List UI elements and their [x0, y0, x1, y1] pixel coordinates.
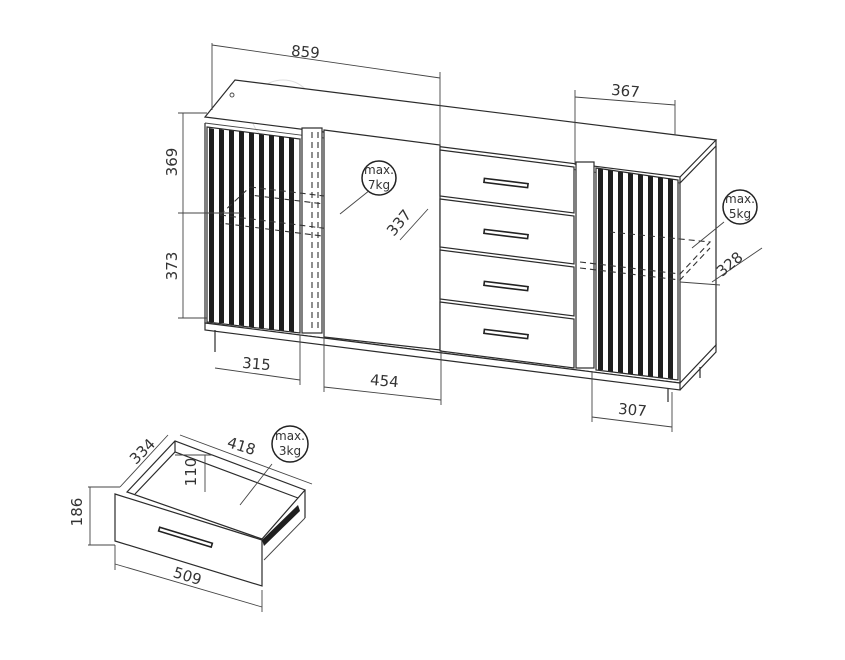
left-slat: [269, 135, 274, 330]
drawer-detail: [88, 434, 313, 612]
drawer-runner: [262, 505, 300, 546]
drawer-handle: [483, 280, 529, 292]
dim-line-shelf-depth: [399, 208, 429, 241]
left-slat: [239, 131, 244, 326]
badge-circle: [361, 160, 397, 196]
dim-line-inner-width: [179, 434, 313, 485]
badge-circle: [271, 425, 309, 463]
badge-line1: max.: [275, 429, 305, 443]
dimension-lines: [178, 43, 763, 432]
load-badge-shelf-left: max. 7kg: [361, 160, 397, 196]
right-slat: [608, 170, 613, 372]
drawer-detail-handle: [157, 526, 214, 549]
sideboard: [203, 79, 718, 402]
dim-line-right-shelf-depth: [711, 247, 763, 283]
dim-line-right-compartment: [591, 416, 673, 428]
left-slat: [289, 137, 294, 332]
dim-shelf-depth-right-label: 328: [713, 248, 747, 280]
drawer-handle: [483, 328, 529, 340]
left-slat: [219, 129, 224, 323]
badge-leader: [339, 189, 371, 215]
drawer-handle: [483, 228, 529, 240]
right-slat: [598, 169, 603, 370]
dim-line-depth: [574, 96, 676, 106]
door-edge: [301, 127, 323, 334]
right-door-edge: [575, 161, 595, 369]
drawer-front-height-label: 186: [68, 498, 86, 527]
badge-leader: [691, 221, 725, 249]
right-slat: [638, 174, 643, 375]
left-slat: [249, 133, 254, 327]
load-badge-drawer: max. 3kg: [271, 425, 309, 463]
right-slat: [628, 173, 633, 374]
dim-line-inner-depth: [119, 434, 169, 488]
right-shelf: [579, 231, 712, 281]
badge-line1: max.: [364, 163, 394, 177]
dim-left-compartment-label: 315: [241, 354, 271, 374]
drawer-stack: [439, 149, 575, 369]
dim-upper-height-label: 369: [163, 148, 181, 177]
load-badge-shelf-right: max. 5kg: [722, 189, 758, 225]
drawer-handle: [483, 177, 529, 189]
dim-width-label: 859: [290, 42, 320, 62]
top-knob: [229, 92, 235, 98]
dim-line-front-width: [114, 563, 263, 608]
shelf-outline: [579, 247, 711, 281]
dim-lower-height-label: 373: [163, 252, 181, 281]
left-slat: [279, 136, 284, 331]
open-door-outline: [301, 127, 323, 334]
left-slat: [229, 130, 234, 325]
badge-line1: max.: [725, 192, 755, 206]
dim-line-width: [211, 44, 441, 79]
dim-right-compartment-label: 307: [617, 400, 647, 420]
dim-door-label: 454: [369, 371, 399, 391]
drawer-inner-height-label: 110: [182, 458, 200, 487]
badge-leader: [239, 463, 273, 506]
left-slatted-door: [206, 126, 301, 334]
drawer-front-3: [439, 249, 575, 317]
dim-extension: [679, 281, 721, 286]
dim-depth-label: 367: [610, 81, 640, 101]
badge-line2: 7kg: [368, 178, 390, 192]
right-slatted-door: [575, 161, 679, 381]
shelf-outline: [579, 231, 712, 275]
dim-line-door: [323, 386, 442, 401]
left-slat: [209, 128, 214, 322]
badge-line2: 3kg: [279, 444, 301, 458]
badge-line2: 5kg: [729, 207, 751, 221]
drawer-inner-width-label: 418: [225, 433, 258, 459]
left-slat: [259, 134, 264, 328]
drawer-side: [263, 517, 306, 561]
bottom-plinth-side: [679, 343, 717, 391]
shelf-depth-line: [219, 186, 251, 216]
badge-circle: [722, 189, 758, 225]
top-panel-side: [679, 140, 717, 185]
dim-line-left-compartment: [214, 367, 301, 381]
